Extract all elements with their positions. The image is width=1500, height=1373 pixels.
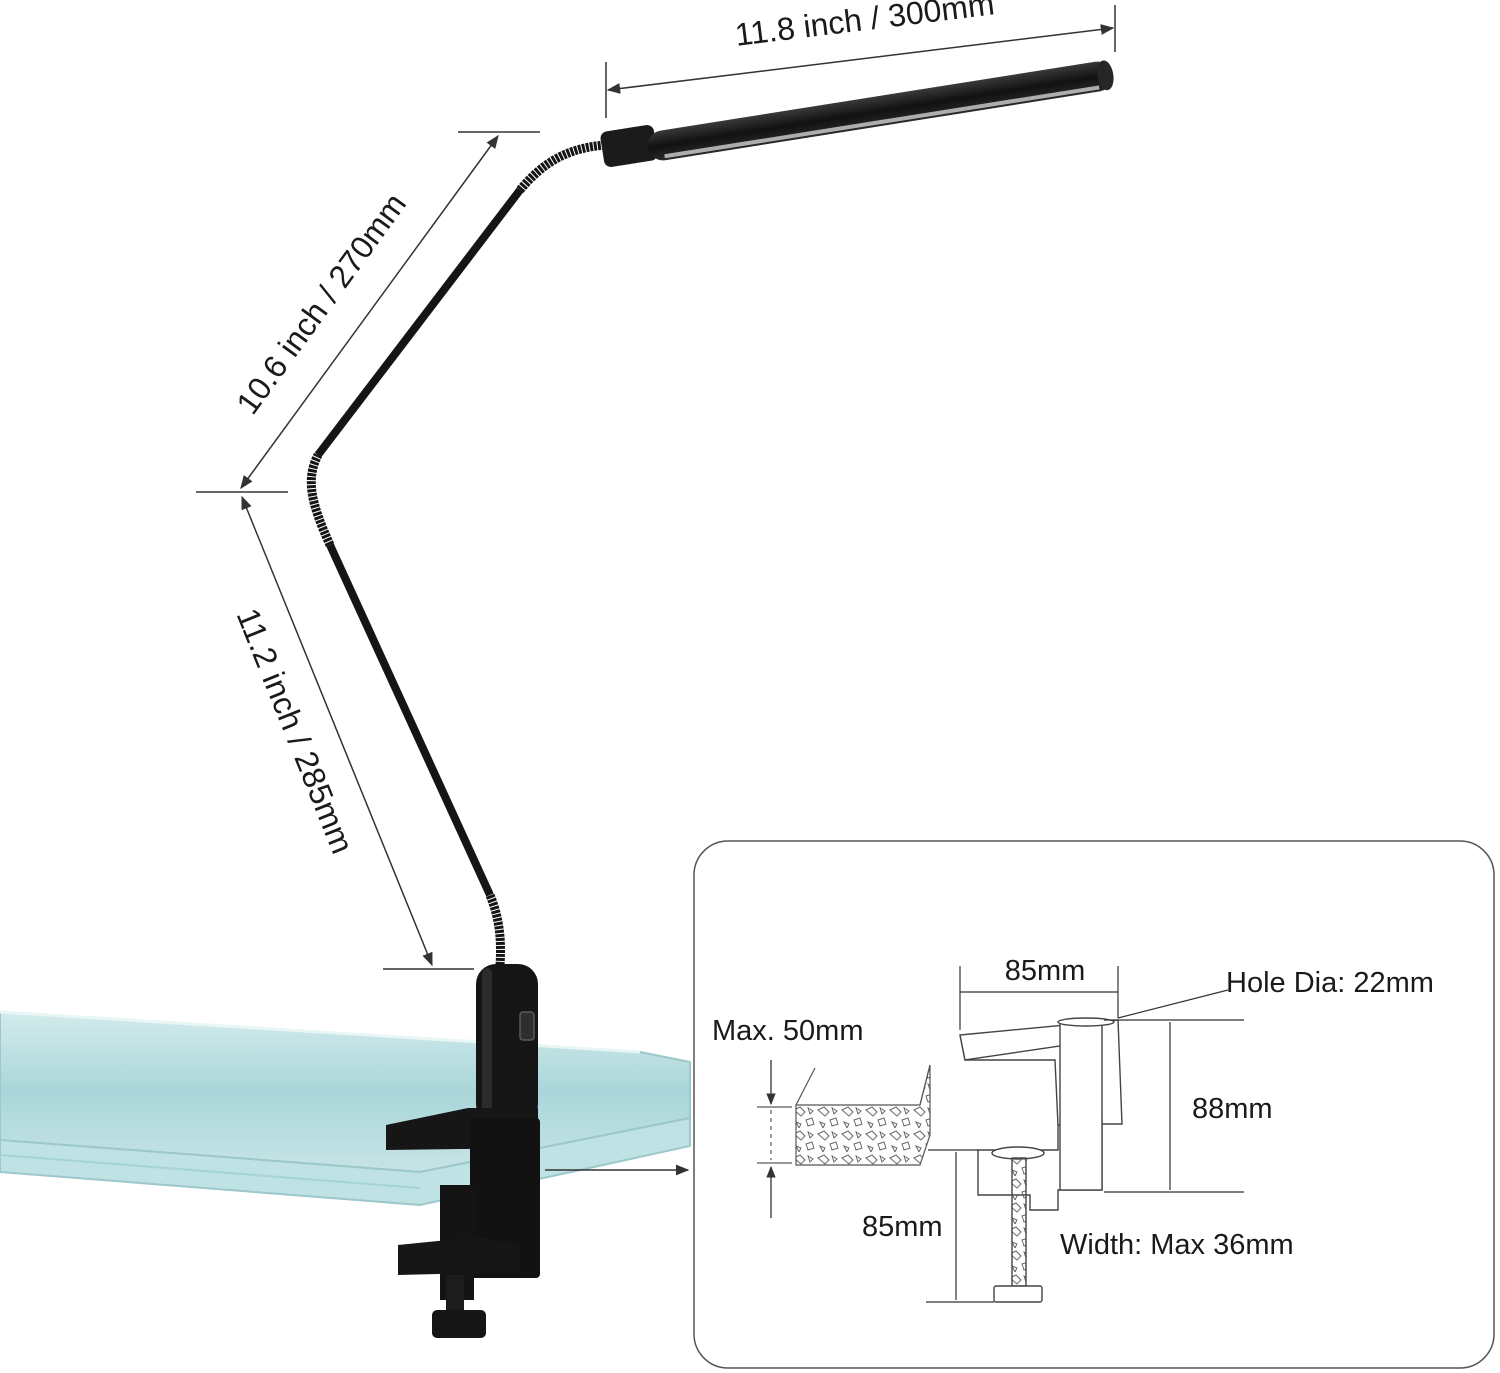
lower-gooseneck	[485, 893, 505, 966]
head-gooseneck	[516, 140, 606, 193]
desk-sample	[757, 1060, 931, 1218]
glass-desk	[0, 1010, 691, 1207]
hole-diameter-label: Hole Dia: 22mm	[1226, 967, 1434, 999]
lamp-head	[647, 60, 1114, 161]
clamp-detail-panel: Max. 50mm 85mm Hole Dia: 22mm 88mm 85mm …	[693, 840, 1495, 1369]
top-width-label: 85mm	[1005, 955, 1086, 987]
max-thickness-label: Max. 50mm	[712, 1015, 863, 1047]
elbow-gooseneck	[306, 452, 335, 547]
lower-arm-length-label: 11.2 inch / 285mm	[230, 603, 361, 858]
height-label: 88mm	[1192, 1093, 1273, 1125]
screw-depth-label: 85mm	[862, 1211, 943, 1243]
clamp-outline	[959, 1017, 1123, 1303]
head-connector	[600, 125, 658, 167]
lamp	[306, 60, 1114, 1338]
power-switch	[519, 1011, 535, 1041]
upper-arm-length-label: 10.6 inch / 270mm	[229, 186, 413, 420]
dimension-lines	[196, 5, 1116, 970]
desk-clamp	[386, 1108, 540, 1338]
lamp-base	[476, 964, 538, 1124]
upper-arm	[314, 187, 524, 458]
width-label: Width: Max 36mm	[1060, 1229, 1294, 1261]
head-length-label: 11.8 inch / 300mm	[733, 0, 996, 53]
clamp-dimension-lines	[926, 966, 1244, 1303]
